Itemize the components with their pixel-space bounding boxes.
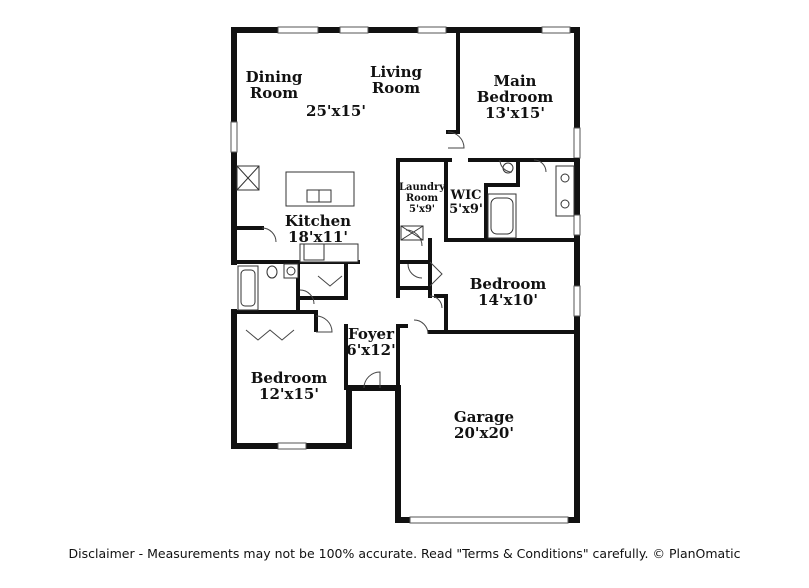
svg-text:Bedroom: Bedroom bbox=[477, 88, 554, 106]
main-bedroom-dimensions: 13'x15' bbox=[485, 104, 545, 122]
wic-dimensions: 5'x9' bbox=[449, 202, 483, 217]
svg-text:Dining: Dining bbox=[246, 68, 303, 86]
main-vanity bbox=[555, 165, 575, 217]
svg-text:Foyer: Foyer bbox=[348, 325, 395, 343]
foyer-label: Foyer bbox=[348, 325, 395, 343]
svg-text:Garage: Garage bbox=[454, 408, 514, 426]
main-bedroom-label-line1: Main bbox=[494, 72, 537, 90]
svg-text:5'x9': 5'x9' bbox=[449, 202, 483, 217]
svg-text:12'x15': 12'x15' bbox=[259, 385, 319, 403]
svg-text:18'x11': 18'x11' bbox=[288, 228, 348, 246]
dining-label-line1: Dining bbox=[246, 68, 303, 86]
svg-text:Bedroom: Bedroom bbox=[251, 369, 328, 387]
svg-text:14'x10': 14'x10' bbox=[478, 291, 538, 309]
laundry-dimensions: 5'x9' bbox=[409, 204, 435, 215]
wic-label: WIC bbox=[449, 188, 481, 203]
svg-text:Room: Room bbox=[372, 79, 420, 97]
laundry-label-line1: Laundry bbox=[399, 182, 446, 193]
kitchen-label: Kitchen bbox=[285, 212, 351, 230]
garage-label: Garage bbox=[454, 408, 514, 426]
windows bbox=[230, 26, 581, 524]
room-labels: Dining Room Living Room 25'x15' Main Bed… bbox=[246, 63, 554, 442]
bathroom-sink bbox=[283, 263, 299, 279]
main-bedroom-label-line2: Bedroom bbox=[477, 88, 554, 106]
svg-text:Living: Living bbox=[370, 63, 423, 81]
bedroom-3-label: Bedroom bbox=[251, 369, 328, 387]
svg-text:Kitchen: Kitchen bbox=[285, 212, 351, 230]
range bbox=[303, 243, 325, 261]
disclaimer-text: Disclaimer - Measurements may not be 100… bbox=[68, 546, 741, 561]
bedroom-3-dimensions: 12'x15' bbox=[259, 385, 319, 403]
fixtures bbox=[236, 162, 575, 311]
svg-text:25'x15': 25'x15' bbox=[306, 102, 366, 120]
svg-text:5'x9': 5'x9' bbox=[409, 204, 435, 215]
toilet bbox=[266, 265, 278, 279]
svg-text:20'x20': 20'x20' bbox=[454, 424, 514, 442]
kitchen-dimensions: 18'x11' bbox=[288, 228, 348, 246]
dining-label-line2: Room bbox=[250, 84, 298, 102]
svg-text:Laundry: Laundry bbox=[399, 182, 446, 193]
svg-text:Room: Room bbox=[406, 193, 439, 204]
svg-text:Bedroom: Bedroom bbox=[470, 275, 547, 293]
svg-text:13'x15': 13'x15' bbox=[485, 104, 545, 122]
svg-text:Main: Main bbox=[494, 72, 537, 90]
foyer-dimensions: 6'x12' bbox=[346, 341, 395, 359]
bedroom-2-dimensions: 14'x10' bbox=[478, 291, 538, 309]
svg-text:WIC: WIC bbox=[449, 188, 481, 203]
garage-dimensions: 20'x20' bbox=[454, 424, 514, 442]
living-label-line2: Room bbox=[372, 79, 420, 97]
svg-text:Room: Room bbox=[250, 84, 298, 102]
living-dimensions: 25'x15' bbox=[306, 102, 366, 120]
bedroom-2-label: Bedroom bbox=[470, 275, 547, 293]
interior-walls bbox=[232, 28, 579, 390]
laundry-label-line2: Room bbox=[406, 193, 439, 204]
living-label-line1: Living bbox=[370, 63, 423, 81]
doors bbox=[245, 131, 547, 389]
svg-text:6'x12': 6'x12' bbox=[346, 341, 395, 359]
